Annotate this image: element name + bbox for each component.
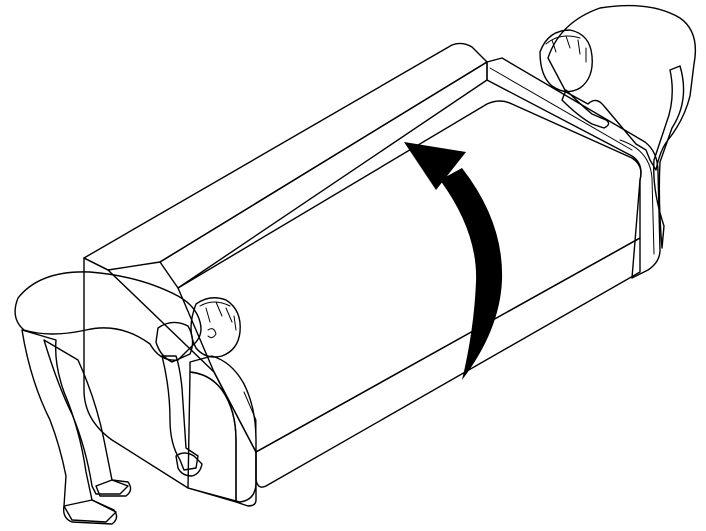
- rotation-arrow: [404, 142, 502, 380]
- person-left-torso: [15, 272, 201, 360]
- person-left: [15, 272, 240, 524]
- rotation-arrow-body: [440, 168, 502, 380]
- sofa-armrest-right-line: [490, 68, 632, 150]
- person-left-head: [191, 298, 240, 357]
- person-left-hair: [200, 302, 236, 330]
- person-right-leg: [654, 66, 684, 248]
- sofa-armrest-left-line: [244, 392, 256, 456]
- sofa-armrest-left: [190, 356, 256, 506]
- sofa-armrest-left-front: [188, 372, 236, 502]
- sofa: [84, 43, 660, 506]
- sofa-seat-front: [256, 238, 640, 487]
- person-left-arm: [162, 356, 198, 470]
- person-left-ear: [208, 329, 216, 338]
- person-left-leg-front: [22, 330, 116, 522]
- person-right-head: [540, 30, 592, 92]
- sofa-left-base: [84, 258, 256, 502]
